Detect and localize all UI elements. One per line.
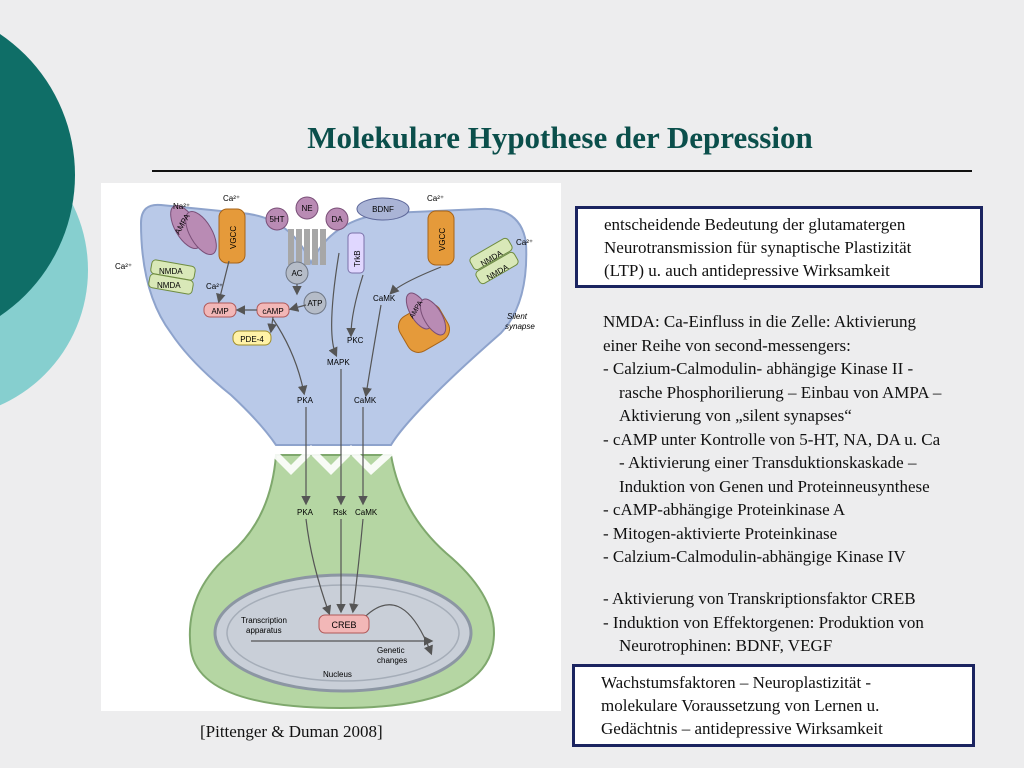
camp-label: cAMP <box>262 307 283 316</box>
nmda-line: - Calzium-Calmodulin-abhängige Kinase IV <box>603 547 906 566</box>
nmda-line: einer Reihe von second-messengers: <box>603 335 851 355</box>
synapse-diagram-svg: AMPA VGCC NMDA NMDA TrkB VGCC NMDA NMDA … <box>115 194 535 710</box>
pde4-node <box>232 330 272 346</box>
nmda-label: NMDA <box>159 267 183 276</box>
growth-factor-note-box: Wachstumsfaktoren – Neuroplastizität - m… <box>572 664 975 747</box>
ligand-ne <box>295 196 319 220</box>
genetic-changes-label: changes <box>377 656 407 665</box>
nmda-line: Induktion von Genen und Proteinneusynthe… <box>619 476 930 496</box>
box-bottom-line: Wachstumsfaktoren – Neuroplastizität - <box>601 673 872 692</box>
box-top-line: Neurotransmission für synaptische Plasti… <box>604 238 912 257</box>
creb-line: - Induktion von Effektorgenen: Produktio… <box>603 612 924 632</box>
atp-label: ATP <box>308 299 323 308</box>
title-divider <box>152 170 972 172</box>
citation: [Pittenger & Duman 2008] <box>200 722 383 741</box>
box-top-line: entscheidende Bedeutung der glutamaterge… <box>604 215 906 234</box>
decor-dark-circle <box>0 34 75 316</box>
vgcc-label: VGCC <box>229 226 238 249</box>
box-bottom-line: Gedächtnis – antidepressive Wirksamkeit <box>601 719 883 738</box>
camk-label: CaMK <box>355 508 378 517</box>
nmda-line: - cAMP-abhängige Proteinkinase A <box>603 500 846 519</box>
mapk-label: MAPK <box>327 358 350 367</box>
pkc-label: PKC <box>347 336 364 345</box>
nucleus-label: Nucleus <box>323 670 352 679</box>
nmda-receptor-right: NMDA NMDA <box>469 237 519 285</box>
nmda-line: - Calzium-Calmodulin- abhängige Kinase I… <box>603 359 914 378</box>
box-bottom-line: molekulare Voraussetzung von Lernen u. <box>601 696 880 715</box>
nmda-line: - Mitogen-aktivierte Proteinkinase <box>603 523 838 543</box>
synaptic-break <box>271 445 393 475</box>
pka-label: PKA <box>297 396 314 405</box>
camk-label: CaMK <box>373 294 396 303</box>
gpcr-receptor <box>288 229 326 265</box>
creb-explanation: - Aktivierung von Transkriptionsfaktor C… <box>603 587 1013 658</box>
transcription-label: Transcription <box>241 616 287 625</box>
ligand-bdnf-label: BDNF <box>372 205 394 214</box>
ca-ion-label: Ca²⁺ <box>206 282 223 291</box>
page-title: Molekulare Hypothese der Depression <box>307 120 813 155</box>
vgcc-channel-right: VGCC <box>427 210 455 266</box>
camk-label: CaMK <box>354 396 377 405</box>
ca-ion-label: Ca²⁺ <box>516 238 533 247</box>
vgcc-label: VGCC <box>438 228 447 251</box>
nmda-receptor-left: NMDA NMDA <box>148 259 196 295</box>
nmda-label: NMDA <box>157 281 181 290</box>
ligand-da-label: DA <box>331 215 343 224</box>
creb-label: CREB <box>331 620 356 630</box>
silent-synapse-label: Silent <box>507 312 528 321</box>
nmda-line: NMDA: Ca-Einfluss in die Zelle: Aktivier… <box>603 312 917 331</box>
na-ion-label: Na²⁺ <box>173 202 190 211</box>
decorative-circles <box>0 34 88 406</box>
creb-line: Neurotrophinen: BDNF, VEGF <box>619 636 833 655</box>
box-top-line: (LTP) u. auch antidepressive Wirksamkeit <box>604 261 890 280</box>
trkb-receptor: TrkB <box>347 232 365 274</box>
ampa-receptor-silent-synapse: AMPA <box>397 292 451 353</box>
vgcc-channel-left: VGCC <box>218 208 246 264</box>
rsk-label: Rsk <box>333 508 348 517</box>
ca-ion-label: Ca²⁺ <box>223 194 240 203</box>
creb-node <box>318 614 370 634</box>
amp-label: AMP <box>211 307 228 316</box>
nmda-explanation: NMDA: Ca-Einfluss in die Zelle: Aktivier… <box>603 310 1013 569</box>
glutamate-note-box: entscheidende Bedeutung der glutamaterge… <box>575 206 983 288</box>
nmda-line: Aktivierung von „silent synapses“ <box>619 406 852 425</box>
nmda-line: - Aktivierung einer Transduktionskaskade… <box>619 453 917 472</box>
trkb-label: TrkB <box>353 250 362 267</box>
ca-ion-label: Ca²⁺ <box>115 262 132 271</box>
ligand-ne-label: NE <box>301 204 312 213</box>
ampa-receptor-left: AMPA <box>170 205 217 255</box>
creb-line: - Aktivierung von Transkriptionsfaktor C… <box>603 589 916 608</box>
ligand-5ht <box>265 207 289 231</box>
atp-node <box>303 291 327 315</box>
genetic-changes-label: Genetic <box>377 646 405 655</box>
silent-synapse-label: synapse <box>505 322 535 331</box>
transcription-label: apparatus <box>246 626 282 635</box>
ligand-bdnf <box>356 197 410 221</box>
nucleus-inner <box>226 584 460 682</box>
nmda-line: - cAMP unter Kontrolle von 5-HT, NA, DA … <box>603 429 941 449</box>
ac-label: AC <box>291 269 302 278</box>
pka-label: PKA <box>297 508 314 517</box>
signal-arrows <box>216 252 442 656</box>
pde4-label: PDE-4 <box>240 335 264 344</box>
ligand-da <box>325 207 349 231</box>
synapse-diagram: AMPA VGCC NMDA NMDA TrkB VGCC NMDA NMDA … <box>101 183 561 711</box>
nmda-line: rasche Phosphorilierung – Einbau von AMP… <box>619 382 942 402</box>
ca-ion-label: Ca²⁺ <box>427 194 444 203</box>
ligand-5ht-label: 5HT <box>269 215 284 224</box>
